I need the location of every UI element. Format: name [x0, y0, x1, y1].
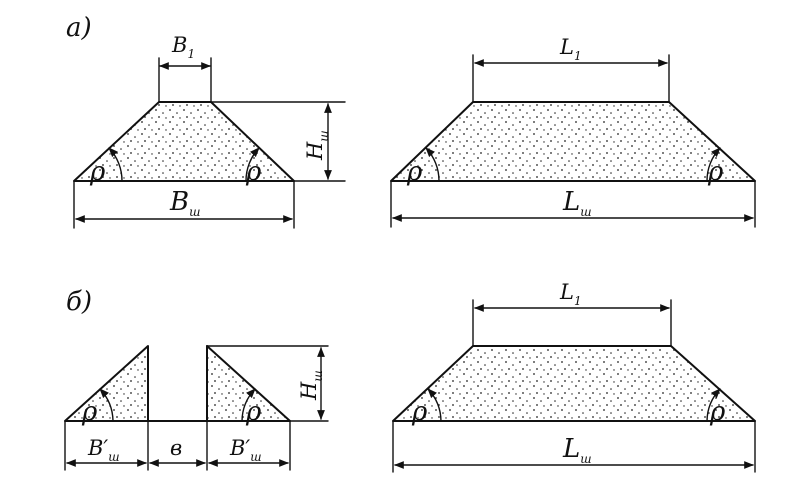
pile-fill-b-left: [64, 345, 149, 422]
panel-b-width-section: Hш B′ш в B′ш ρ ρ: [64, 345, 329, 471]
panel-b-length-section: L1 Lш ρ ρ: [392, 280, 756, 473]
l-label-a: Lш: [562, 187, 592, 219]
rho-b2-left: ρ: [411, 397, 428, 427]
h-label-b: Hш: [297, 370, 325, 401]
rho-a2-right: ρ: [707, 157, 724, 187]
rho-a-left: ρ: [89, 157, 106, 187]
bprime-label-left: B′ш: [87, 436, 120, 464]
angle-arc-a2-right: [706, 147, 721, 182]
b-label-a: Bш: [169, 187, 200, 219]
angle-arc-b2-right: [706, 388, 721, 422]
angle-arc-a-right: [245, 147, 260, 182]
l-label-b: Lш: [562, 434, 592, 466]
rho-a-right: ρ: [245, 157, 262, 187]
h-label-a: Hш: [303, 130, 331, 161]
panel-a-length-section: L1 Lш ρ ρ: [390, 35, 756, 228]
bprime-label-right: B′ш: [229, 436, 262, 464]
rho-b-right: ρ: [245, 397, 262, 427]
angle-arc-a2-left: [425, 147, 440, 182]
b1-sub: 1: [187, 47, 195, 61]
angle-arc-b-left: [99, 388, 114, 422]
rho-a2-left: ρ: [406, 157, 423, 187]
panel-b-label: б): [66, 287, 92, 317]
b1-label: B1: [171, 33, 195, 61]
l1-label-a: L1: [559, 35, 582, 63]
pile-fill-a-right: [390, 101, 756, 182]
gap-label: в: [170, 436, 182, 460]
l1-label-b: L1: [559, 280, 582, 308]
panel-a-width-section: B1 Hш Bш ρ ρ: [73, 33, 346, 229]
b1-main: B: [171, 33, 187, 57]
angle-arc-a-left: [108, 147, 123, 182]
rho-b-left: ρ: [81, 397, 98, 427]
pile-fill-b-length: [392, 345, 756, 422]
panel-a-label: а): [66, 13, 92, 43]
angle-arc-b2-left: [427, 388, 442, 422]
rho-b2-right: ρ: [709, 397, 726, 427]
angle-arc-b-right: [241, 388, 256, 422]
